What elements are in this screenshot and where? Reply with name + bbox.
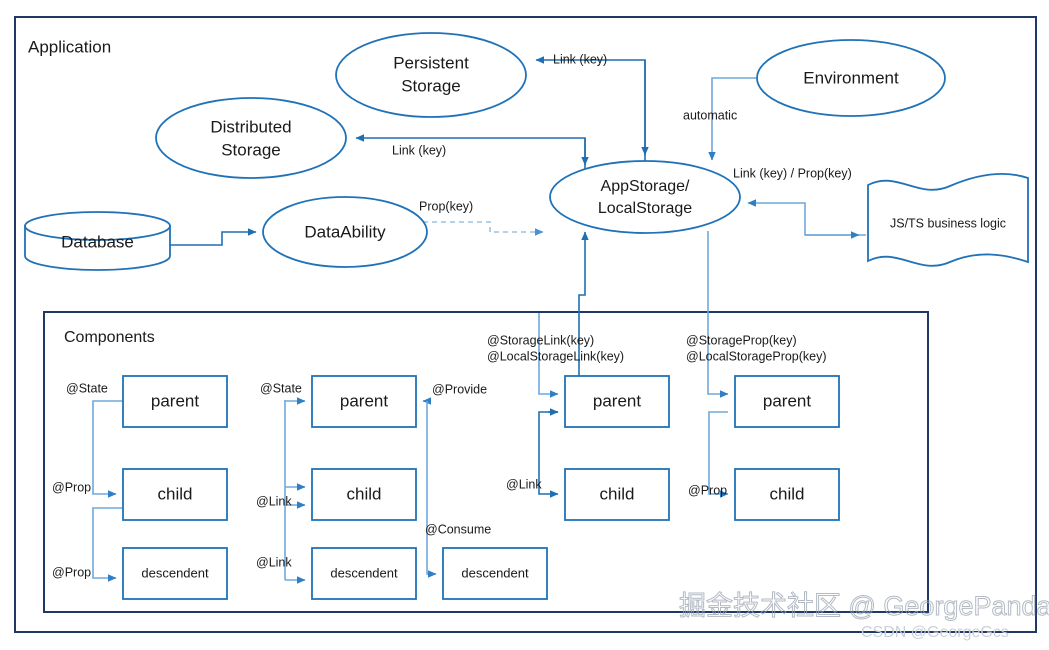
component-box-g2-child[interactable] bbox=[311, 468, 417, 521]
edge-g4-parent-to-child bbox=[708, 411, 729, 498]
component-label-g3-parent: parent bbox=[593, 391, 641, 410]
component-box-g1-parent[interactable] bbox=[122, 375, 228, 428]
decorator-label-g2-consume: @Consume bbox=[425, 522, 491, 536]
node-database-label: Database bbox=[61, 232, 134, 251]
watermark-sub: CSDN @GeorgeGcs bbox=[861, 624, 1009, 641]
edge-label-prop-key: Prop(key) bbox=[419, 199, 473, 213]
node-database[interactable]: Database bbox=[24, 211, 171, 271]
decorator-label-g1-prop-child: @Prop bbox=[52, 480, 91, 494]
edge-label-link-prop-key: Link (key) / Prop(key) bbox=[733, 166, 852, 180]
edge-label-storage-prop-line1: @StorageProp(key) bbox=[686, 333, 797, 347]
component-box-g3-child[interactable] bbox=[564, 468, 670, 521]
node-dataability-label: DataAbility bbox=[304, 222, 386, 241]
component-label-g1-parent: parent bbox=[151, 391, 199, 410]
component-box-g2-consume-descendent[interactable] bbox=[442, 547, 548, 600]
node-environment[interactable] bbox=[756, 39, 946, 117]
node-distributed-storage-line2: Storage bbox=[221, 140, 281, 159]
component-label-g1-child: child bbox=[158, 484, 193, 503]
component-box-g4-parent[interactable] bbox=[734, 375, 840, 428]
node-appstorage-localstorage[interactable] bbox=[549, 160, 741, 234]
component-label-g2-descendent: descendent bbox=[330, 565, 398, 580]
components-title: Components bbox=[64, 329, 155, 346]
edge-environment-to-appstorage bbox=[708, 77, 758, 161]
component-box-g3-parent[interactable] bbox=[564, 375, 670, 428]
decorator-label-g2-link-descendent: @Link bbox=[256, 555, 292, 569]
component-box-g1-descendent[interactable] bbox=[122, 547, 228, 600]
component-box-g4-child[interactable] bbox=[734, 468, 840, 521]
node-dataability[interactable] bbox=[262, 196, 428, 268]
business-logic-wave-shape bbox=[867, 173, 1029, 267]
edge-g1-parent-to-child bbox=[92, 400, 123, 498]
edge-storage-link-riser-to-parent bbox=[538, 313, 559, 398]
decorator-label-g2-provide: @Provide bbox=[432, 382, 487, 396]
database-cylinder-top bbox=[24, 211, 171, 241]
node-appstorage-line2: LocalStorage bbox=[598, 200, 692, 217]
component-label-g4-parent: parent bbox=[763, 391, 811, 410]
edge-appstorage-to-storage-prop-riser bbox=[707, 231, 729, 398]
decorator-label-g1-state: @State bbox=[66, 381, 108, 395]
node-business-logic-label: JS/TS business logic bbox=[890, 216, 1006, 230]
edge-database-to-dataability bbox=[170, 228, 257, 246]
component-box-g2-descendent[interactable] bbox=[311, 547, 417, 600]
decorator-label-g2-state: @State bbox=[260, 381, 302, 395]
node-distributed-storage[interactable] bbox=[155, 97, 347, 179]
node-business-logic[interactable]: JS/TS business logic bbox=[867, 173, 1029, 267]
component-label-g4-child: child bbox=[770, 484, 805, 503]
component-label-g2-child: child bbox=[347, 484, 382, 503]
node-appstorage-line1: AppStorage/ bbox=[601, 178, 691, 195]
component-label-g2-consume-descendent: descendent bbox=[461, 565, 529, 580]
edge-dataability-to-appstorage-dashed bbox=[423, 221, 544, 236]
node-persistent-storage-line2: Storage bbox=[401, 76, 461, 95]
edge-label-automatic: automatic bbox=[683, 108, 737, 122]
decorator-label-g1-prop-descendent: @Prop bbox=[52, 565, 91, 579]
edge-label-link-key-persistent: Link (key) bbox=[553, 52, 607, 66]
edge-g1-child-to-descendent bbox=[92, 507, 123, 582]
edge-label-storage-link-line1: @StorageLink(key) bbox=[487, 333, 594, 347]
decorator-label-g3-link: @Link bbox=[506, 477, 542, 491]
edge-storage-link-riser-to-appstorage bbox=[578, 231, 589, 425]
application-title: Application bbox=[28, 37, 111, 56]
component-label-g2-parent: parent bbox=[340, 391, 388, 410]
component-box-g2-parent[interactable] bbox=[311, 375, 417, 428]
node-persistent-storage-line1: Persistent bbox=[393, 53, 469, 72]
decorator-label-g4-prop: @Prop bbox=[688, 483, 727, 497]
node-environment-label: Environment bbox=[803, 68, 899, 87]
component-box-g1-child[interactable] bbox=[122, 468, 228, 521]
edge-label-storage-link-line2: @LocalStorageLink(key) bbox=[487, 349, 624, 363]
component-label-g3-child: child bbox=[600, 484, 635, 503]
decorator-label-g2-link-child: @Link bbox=[256, 494, 292, 508]
node-distributed-storage-line1: Distributed bbox=[210, 117, 291, 136]
watermark-main: 掘金技术社区 @ GeorgePanda bbox=[679, 591, 1049, 621]
component-label-g1-descendent: descendent bbox=[141, 565, 209, 580]
node-persistent-storage[interactable] bbox=[335, 32, 527, 118]
edge-label-storage-prop-line2: @LocalStorageProp(key) bbox=[686, 349, 827, 363]
edge-g2-provide-riser bbox=[426, 401, 437, 578]
edge-label-link-key-distributed: Link (key) bbox=[392, 143, 446, 157]
